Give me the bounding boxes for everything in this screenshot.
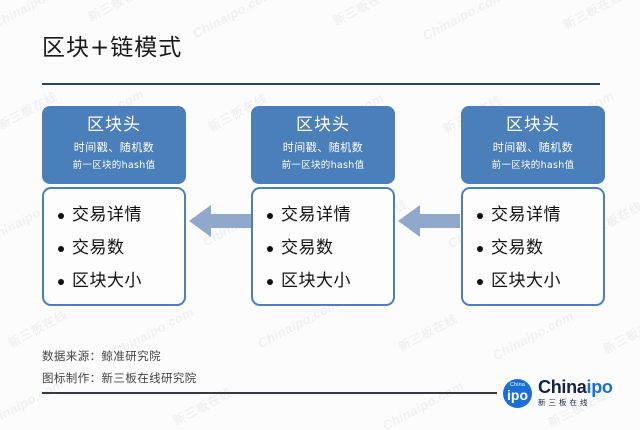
block-header: 区块头 时间戳、随机数 前一区块的hash值	[251, 106, 395, 184]
list-item: 区块大小	[267, 265, 387, 298]
footer-divider	[42, 392, 497, 394]
block-header-title: 区块头	[87, 115, 141, 135]
title-divider	[42, 83, 600, 85]
block-item-list: 交易详情 交易数 区块大小	[469, 199, 597, 298]
data-source-line: 数据来源：鲸准研究院	[42, 349, 161, 363]
logo-word: Chinaipo	[538, 378, 613, 397]
logo-mark-top-text: China	[509, 381, 526, 388]
chinaipo-logo-mark-icon: China ipo	[503, 378, 532, 408]
list-item: 区块大小	[58, 265, 178, 298]
logo-mark-main-text: ipo	[507, 386, 528, 403]
block-header-line1: 时间戳、随机数	[492, 141, 574, 154]
block-card[interactable]: 区块头 时间戳、随机数 前一区块的hash值 交易详情 交易数 区块大小	[42, 106, 186, 306]
list-item: 区块大小	[477, 265, 597, 298]
list-item: 交易数	[267, 232, 387, 265]
list-item: 交易详情	[267, 199, 387, 232]
chinaipo-logo[interactable]: China ipo Chinaipo 新三板在线	[503, 378, 613, 408]
block-body: 交易详情 交易数 区块大小	[251, 187, 395, 306]
list-item: 交易数	[58, 232, 178, 265]
block-card[interactable]: 区块头 时间戳、随机数 前一区块的hash值 交易详情 交易数 区块大小	[461, 106, 605, 306]
block-header-line1: 时间戳、随机数	[73, 141, 155, 154]
block-header-line1: 时间戳、随机数	[282, 141, 364, 154]
block-card[interactable]: 区块头 时间戳、随机数 前一区块的hash值 交易详情 交易数 区块大小	[251, 106, 395, 306]
logo-subtitle: 新三板在线	[538, 398, 591, 407]
page-title: 区块+链模式	[42, 35, 183, 61]
block-body: 交易详情 交易数 区块大小	[461, 187, 605, 306]
block-header: 区块头 时间戳、随机数 前一区块的hash值	[42, 106, 186, 184]
chain-arrow-left-icon	[189, 205, 251, 237]
block-body: 交易详情 交易数 区块大小	[42, 187, 186, 306]
block-header-title: 区块头	[506, 115, 560, 135]
list-item: 交易详情	[477, 199, 597, 232]
chart-credit-line: 图标制作：新三板在线研究院	[42, 371, 197, 385]
logo-word-ipo: ipo	[586, 377, 613, 397]
block-header-line2: 前一区块的hash值	[72, 160, 156, 171]
chain-arrow-left-icon	[398, 205, 460, 237]
list-item: 交易数	[477, 232, 597, 265]
block-item-list: 交易详情 交易数 区块大小	[50, 199, 178, 298]
block-header-line2: 前一区块的hash值	[491, 160, 575, 171]
logo-word-china: China	[538, 377, 587, 397]
block-header: 区块头 时间戳、随机数 前一区块的hash值	[461, 106, 605, 184]
block-item-list: 交易详情 交易数 区块大小	[259, 199, 387, 298]
block-header-line2: 前一区块的hash值	[281, 160, 365, 171]
list-item: 交易详情	[58, 199, 178, 232]
footer-notes: 数据来源：鲸准研究院 图标制作：新三板在线研究院	[42, 345, 197, 389]
block-header-title: 区块头	[296, 115, 350, 135]
logo-wordmark: Chinaipo 新三板在线	[538, 378, 613, 408]
